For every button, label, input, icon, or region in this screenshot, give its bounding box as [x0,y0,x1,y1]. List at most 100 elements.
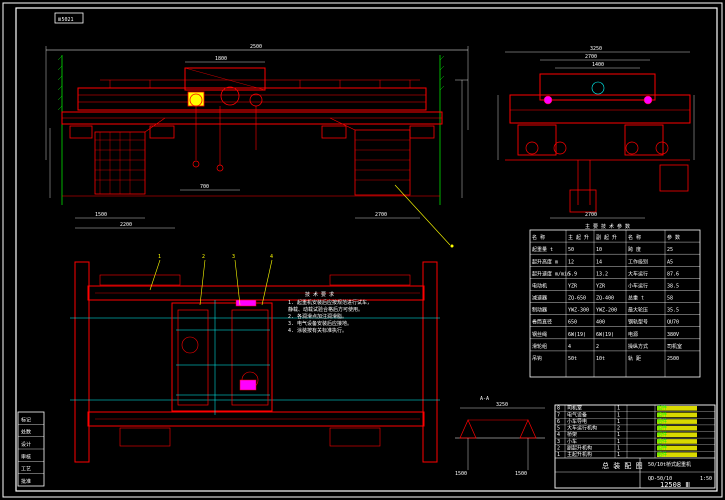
parts-list-cell: 小车 [567,438,577,445]
parts-list-cell: 组件 [657,411,667,418]
parts-list-cell: 5 [557,426,560,432]
drawing-tag-box [54,12,84,24]
parameter-table-cell: 卷筒直径 [532,319,552,326]
side-elevation: 3250 2700 1400 2700 [497,46,695,219]
parts-list-cell: 组件 [657,405,667,412]
parameter-table-cell: 35.5 [667,308,679,314]
parameter-table-cell: 小车运行 [628,282,648,289]
parameter-table-cell: 380V [667,332,679,338]
parameter-table-cell: ZQ-650 [568,296,586,302]
parameter-table-cell: 58 [667,296,673,302]
parameter-table-cell: 50 [568,247,574,253]
parameter-table-cell: 大车运行 [628,270,648,277]
parameter-table-cell: 10t [596,356,605,362]
notes-line-3: 2. 各润滑点加注润滑脂。 [288,313,347,320]
drawing-number: QD-50/10 [648,476,672,482]
parts-list-cell: 组件 [657,451,667,458]
parts-list-cell: 组件 [657,438,667,445]
parameter-table-cell: 2 [596,344,599,350]
parameter-table-cell: 司机室 [667,343,682,350]
parameter-table-head-3: 名 称 [628,234,641,241]
parameter-table-cell: 最大轮压 [628,307,648,314]
parameter-table-cell: 12 [568,259,574,265]
parts-list-cell: 2 [617,426,620,432]
parameter-table-cell: 工作级别 [628,258,648,265]
notes-line-2: 静载、动载试验合格后方可使用。 [288,306,363,313]
parameter-table-cell: YZR [596,283,606,289]
parameter-table-cell: 电源 [628,331,638,338]
parameter-table-cell: 14 [596,259,602,265]
parts-list-cell: 组件 [657,418,667,425]
parameter-table-cell: YZR [568,283,578,289]
parts-list-cell: 1 [617,419,620,425]
parameter-table-cell: YWZ-300 [568,308,589,314]
parameter-table-cell: 6W(19) [568,332,586,338]
trolley-gauge-dimension: 1800 [215,56,227,62]
parts-list-cell: 小车导电 [567,418,587,425]
parameter-table-cell: 起重量 t [532,246,553,253]
parameter-table-cell: 操纵方式 [628,343,648,350]
parameter-table-cell: 2500 [667,356,679,362]
stamp-table-label: 审核 [21,453,31,460]
parts-list-cell: 1 [617,439,620,445]
balloon-3: 3 [232,254,235,260]
stamp-table-label: 处数 [21,429,31,436]
parts-list-cell: 1 [617,412,620,418]
parts-list-cell: 大车运行机构 [567,425,597,432]
parameter-table-cell: 制动器 [532,307,547,314]
parts-list-cell: 3 [557,439,560,445]
parts-list-cell: 4 [557,432,560,438]
parts-list-cell: 7 [557,412,560,418]
parts-list-cell: 1 [617,452,620,458]
drawing-frame [15,7,718,492]
parts-list-cell: 1 [617,432,620,438]
parts-list-cell: 主起升机构 [567,451,592,458]
parts-list-cell: 司机室 [567,405,582,412]
wheelbase-right-dimension: 2700 [375,212,387,218]
parts-list-cell: 6 [557,419,560,425]
rail-detail: A-A 3250 1500 1500 [455,396,545,477]
parameter-table-head-1: 主 起 升 [568,234,589,241]
stamp-table-label: 批准 [21,478,31,485]
parameter-table-cell: 13.2 [596,271,608,277]
parameter-table-head-2: 副 起 升 [596,234,617,241]
trolley-left-dimension: 700 [200,184,209,190]
notes-line-5: 4. 涂装按有关标准执行。 [288,327,347,334]
front-elevation: 2500 1 [45,44,469,248]
parts-list-cell: 8 [557,406,560,412]
parts-list-cell: 组件 [657,425,667,432]
parameter-table-cell: 50t [568,356,577,362]
parameter-table-cell: 滑轮组 [532,343,547,350]
span-dimension: 2500 [250,44,262,50]
rail-right-label: 1500 [515,471,527,477]
notes-line-4: 3. 电气设备安装后应接地。 [288,320,352,327]
section-label: A-A [480,396,489,402]
side-b-dimension: 1400 [592,62,604,68]
plan-view: 1 2 3 4 [70,254,440,463]
parameter-table-cell: 钢轨型号 [628,319,648,326]
drawing-tag: Ⅲ5021 [58,17,74,23]
parameter-table-cell: 跨 度 [628,246,641,253]
parameter-table-title: 主 要 技 术 参 数 [585,223,630,230]
parameter-table-cell: 25 [667,247,673,253]
parameter-table-cell: 起升高度 m [532,258,558,265]
parameter-table-cell: YWZ-200 [596,308,617,314]
parameter-table-cell: 起升速度 m/min [532,270,570,277]
parameter-table-cell: 10 [596,247,602,253]
parameter-table-cell: QU70 [667,320,679,326]
parameter-table-cell: 87.6 [667,271,679,277]
side-total-dimension: 3250 [590,46,602,52]
parameter-table-cell: 吊钩 [532,355,542,362]
parameter-table-cell: A5 [667,259,673,265]
parts-list-cell: 1 [617,406,620,412]
parameter-table-cell: 4 [568,344,571,350]
parameter-table-cell: 钢丝绳 [532,331,547,338]
notes-title: 技 术 要 求 [305,291,334,298]
parameter-table-cell: 650 [568,320,577,326]
stamp-table-label: 设计 [21,441,31,448]
drawing-title: 总 装 配 图 [602,461,643,470]
